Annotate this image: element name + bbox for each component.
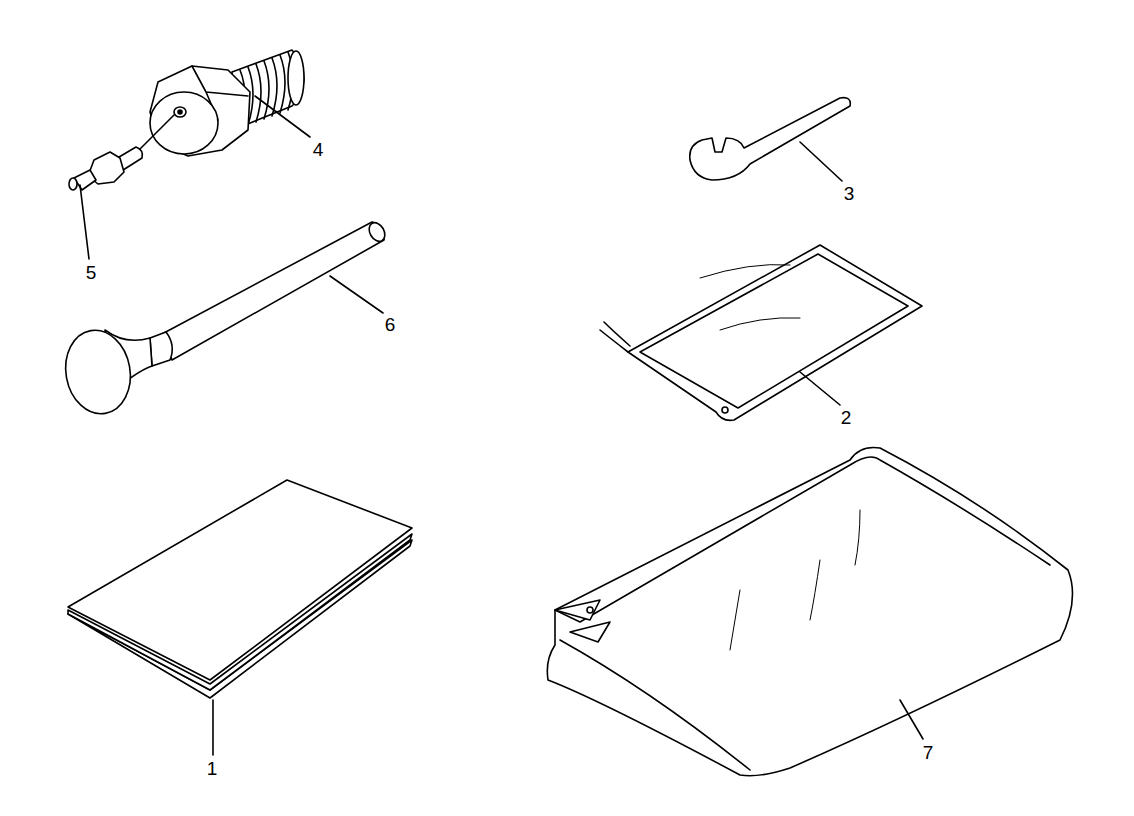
callout-number: 1 xyxy=(207,759,218,778)
grease-nipple xyxy=(69,115,174,190)
callout-number: 7 xyxy=(923,743,934,762)
wrench xyxy=(690,98,851,180)
leader-line xyxy=(255,96,310,137)
callout-number: 3 xyxy=(844,184,855,203)
funnel-hose xyxy=(59,220,388,419)
callout-number: 5 xyxy=(86,263,97,282)
threaded-adapter xyxy=(150,50,304,156)
leader-line xyxy=(80,185,89,259)
leader-line xyxy=(212,700,214,755)
tool-bag xyxy=(547,448,1072,776)
callout-number: 6 xyxy=(385,315,396,334)
leader-line xyxy=(900,700,923,739)
booklet xyxy=(68,480,412,698)
leader-line xyxy=(330,276,383,313)
callout-number: 4 xyxy=(313,140,324,159)
leader-line xyxy=(800,372,840,405)
leader-line xyxy=(800,142,842,181)
callout-number: 2 xyxy=(841,408,852,427)
small-pouch xyxy=(600,245,922,420)
